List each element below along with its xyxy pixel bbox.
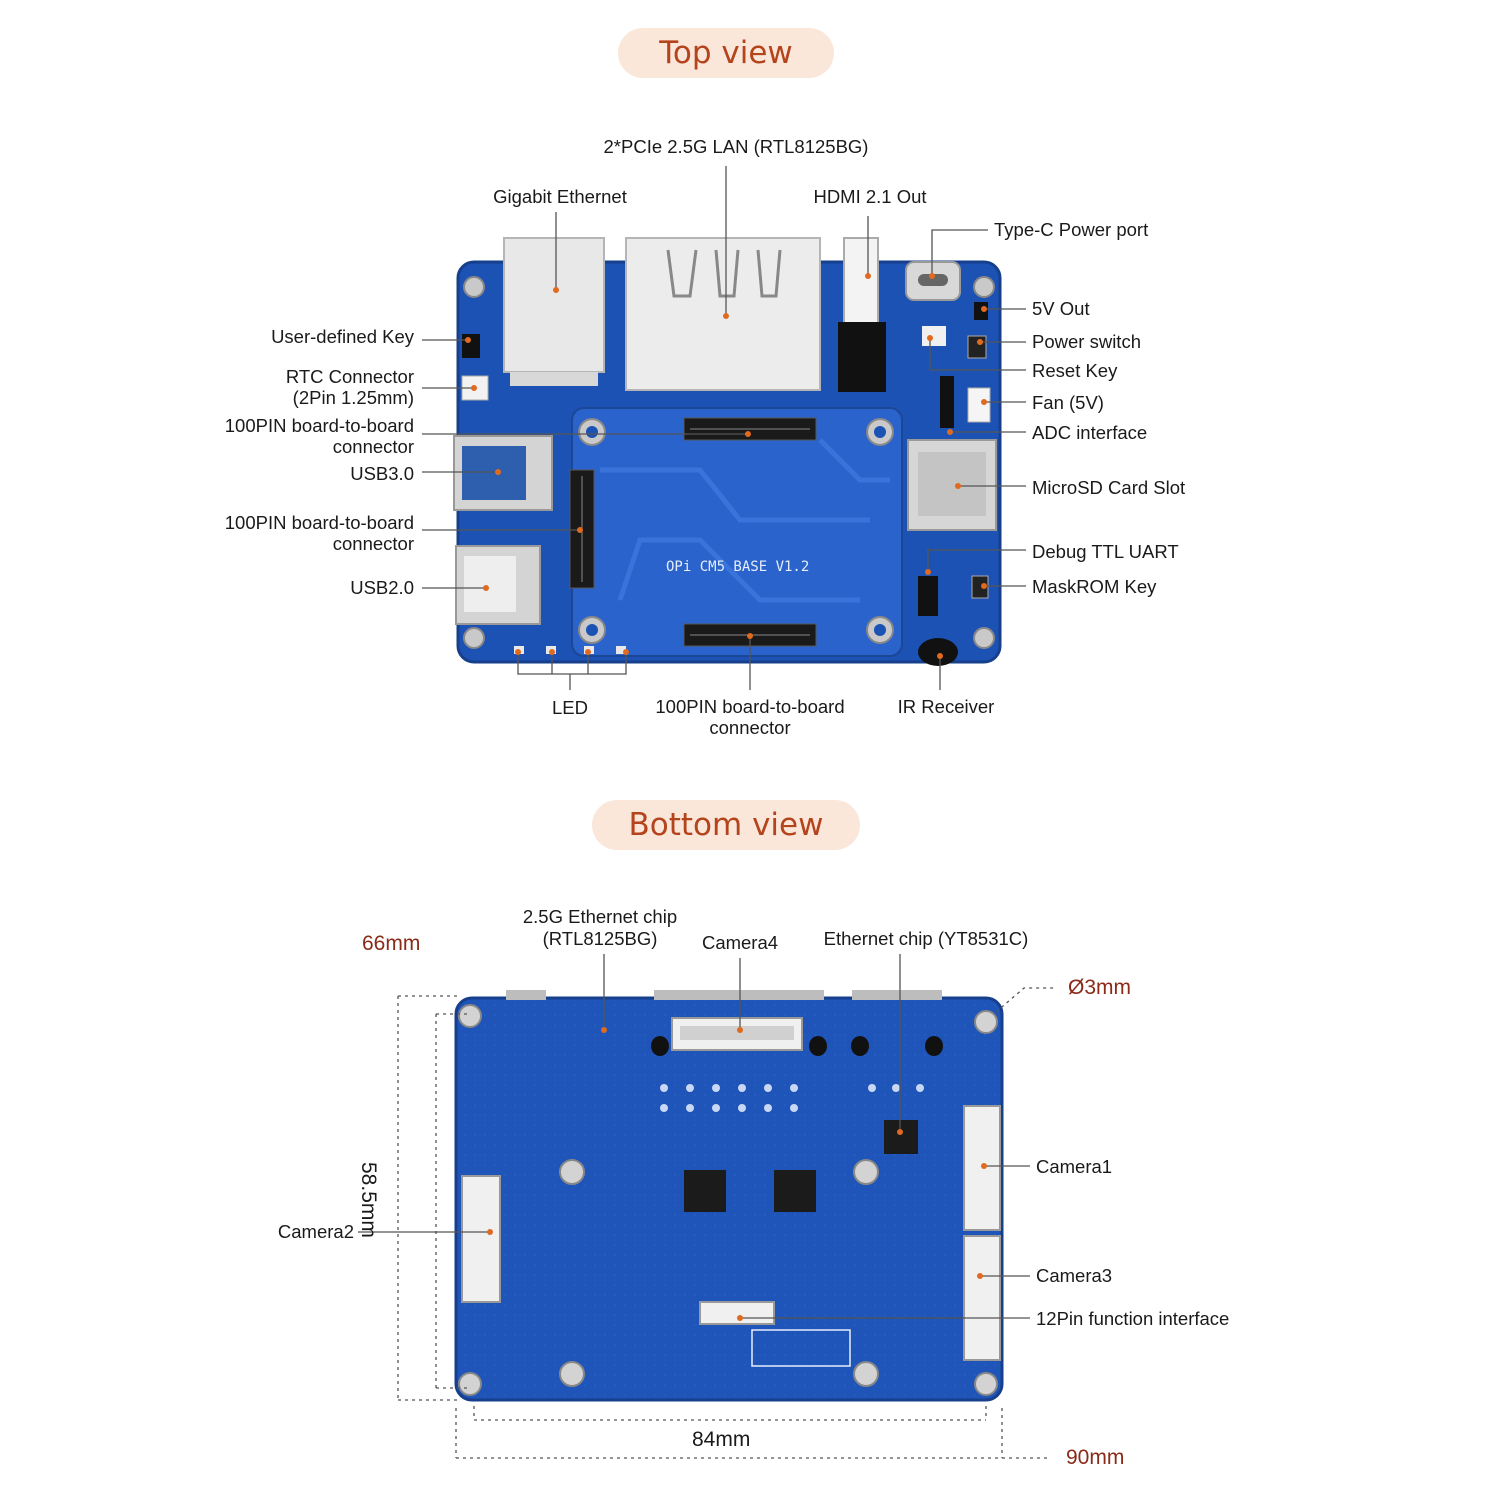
board-silkscreen: OPi CM5 BASE V1.2 xyxy=(666,559,809,575)
label-5v-out: 5V Out xyxy=(1032,298,1090,319)
dimension-90mm: 90mm xyxy=(1066,1446,1125,1469)
label-typec-power: Type-C Power port xyxy=(994,219,1149,240)
label-led: LED xyxy=(552,697,588,718)
label-b2b-a-line1: 100PIN board-to-board xyxy=(224,415,414,436)
dimension-58-5mm: 58.5mm xyxy=(357,1162,380,1238)
dimension-66mm: 66mm xyxy=(362,932,421,955)
label-b2b-b-line2: connector xyxy=(332,533,414,554)
label-camera2: Camera2 xyxy=(277,1221,354,1242)
label-camera4: Camera4 xyxy=(701,932,779,953)
label-debug-uart: Debug TTL UART xyxy=(1032,541,1179,562)
label-user-key: User-defined Key xyxy=(271,326,414,347)
label-camera1: Camera1 xyxy=(1036,1156,1113,1177)
dimension-84mm: 84mm xyxy=(692,1428,751,1451)
label-b2b-c-line2: connector xyxy=(709,717,791,738)
label-power-switch: Power switch xyxy=(1032,331,1141,352)
label-b2b-a-line2: connector xyxy=(332,436,414,457)
label-ethernet-chip: Ethernet chip (YT8531C) xyxy=(823,928,1029,949)
label-camera3: Camera3 xyxy=(1036,1265,1113,1286)
label-microsd: MicroSD Card Slot xyxy=(1032,477,1186,498)
top-view-title: Top view xyxy=(618,28,834,78)
label-rtc-line1: RTC Connector xyxy=(285,366,414,387)
label-adc: ADC interface xyxy=(1032,422,1148,443)
label-25g-chip-line2: (RTL8125BG) xyxy=(542,928,658,949)
label-rtc-line2: (2Pin 1.25mm) xyxy=(292,387,414,408)
bottom-board xyxy=(454,990,1004,1402)
label-pcie-lan: 2*PCIe 2.5G LAN (RTL8125BG) xyxy=(603,136,869,157)
label-usb3: USB3.0 xyxy=(350,463,414,484)
label-fan: Fan (5V) xyxy=(1032,392,1104,413)
label-25g-chip-line1: 2.5G Ethernet chip xyxy=(522,906,678,927)
label-gigabit-ethernet: Gigabit Ethernet xyxy=(493,186,627,207)
label-reset-key: Reset Key xyxy=(1032,360,1118,381)
bottom-view-title: Bottom view xyxy=(592,800,860,850)
label-maskrom-key: MaskROM Key xyxy=(1032,576,1157,597)
label-ir-receiver: IR Receiver xyxy=(897,696,995,717)
label-12pin-interface: 12Pin function interface xyxy=(1036,1308,1230,1329)
dimension-hole-diameter: Ø3mm xyxy=(1068,976,1131,999)
top-board: OPi CM5 BASE V1.2 xyxy=(453,237,1002,666)
label-usb2: USB2.0 xyxy=(350,577,414,598)
label-b2b-c-line1: 100PIN board-to-board xyxy=(655,696,845,717)
label-hdmi-out: HDMI 2.1 Out xyxy=(813,186,927,207)
label-b2b-b-line1: 100PIN board-to-board xyxy=(224,512,414,533)
